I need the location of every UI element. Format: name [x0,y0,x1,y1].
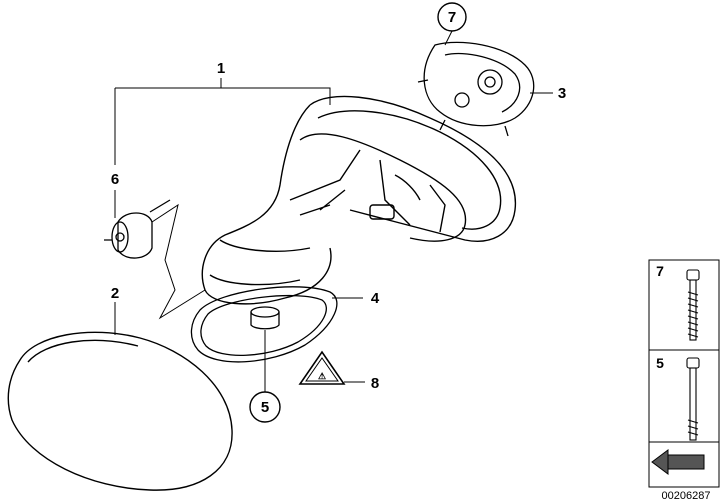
short-screw-icon [686,269,700,341]
callout-5-circle: 5 [249,391,281,423]
leader-lines [114,30,553,393]
document-number: 00206287 [662,490,711,502]
legend-item-7-label: 7 [656,263,664,279]
base-gasket [190,286,338,363]
direction-arrow-icon [651,449,705,475]
callout-7-circle: 7 [437,2,467,32]
glass-actuator [417,41,535,137]
callout-6: 6 [111,171,119,188]
base-stud [250,306,280,330]
small-motor-part [104,199,171,259]
mirror-cap [7,331,233,491]
legend-item-5-label: 5 [656,355,664,371]
callout-1: 1 [217,60,225,77]
callout-4: 4 [371,290,380,307]
callout-3: 3 [558,85,566,102]
long-bolt-icon [686,357,700,441]
callout-5: 5 [261,399,269,416]
callout-8: 8 [371,375,379,392]
callout-2: 2 [111,285,119,302]
warning-sticker: ⚠ [298,350,346,385]
warning-sticker-text: ⚠ [318,371,326,381]
mirror-housing [201,95,517,305]
fastener-legend: 7 5 [648,259,720,488]
callout-7: 7 [448,9,456,26]
